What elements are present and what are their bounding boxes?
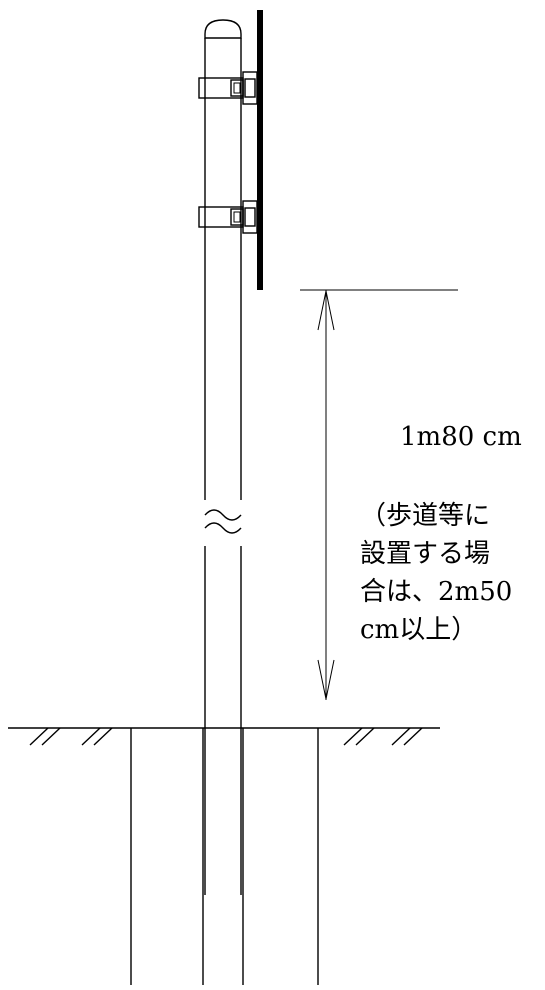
height-label: 1m80 cm xyxy=(400,422,522,452)
pole-upper xyxy=(204,38,242,895)
note-line-3: 合は、2m50 xyxy=(360,577,513,607)
sign-plate xyxy=(257,10,263,290)
pole-break-gap xyxy=(203,500,243,546)
foundation xyxy=(130,728,319,985)
ground-surface xyxy=(8,727,440,746)
pole-break-mark xyxy=(204,509,242,534)
note-line-4: cm以上） xyxy=(360,615,478,645)
note-line-2: 設置する場 xyxy=(360,539,491,569)
lower-mounting-bracket xyxy=(198,200,258,234)
pole-top-cap xyxy=(204,19,242,39)
upper-mounting-bracket xyxy=(198,71,258,105)
height-dimension xyxy=(300,289,458,700)
note-text: （歩道等に 設置する場 合は、2m50 cm以上） xyxy=(360,497,512,649)
note-line-1: （歩道等に xyxy=(360,501,491,531)
